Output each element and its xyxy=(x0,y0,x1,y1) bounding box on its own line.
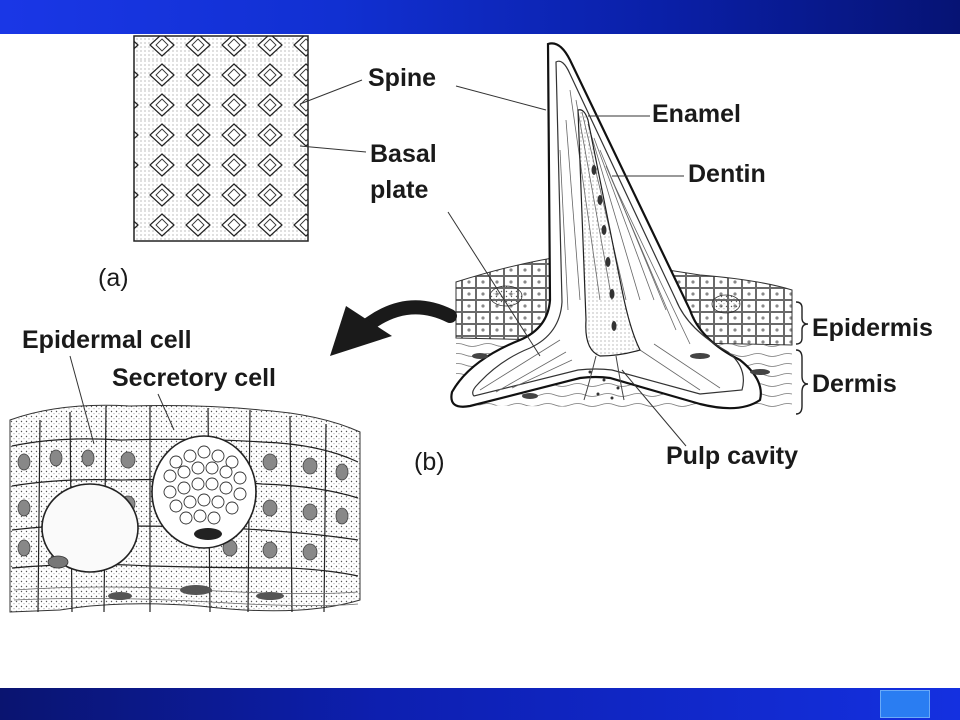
slide-nav-button[interactable] xyxy=(880,690,930,718)
secretory-cell-leader xyxy=(157,393,175,431)
footer-bar xyxy=(0,688,960,720)
pulp-cavity-leader xyxy=(621,369,687,447)
curved-arrow-icon xyxy=(330,300,457,356)
epidermis-bracket xyxy=(795,301,809,345)
basal-plate-b-leader xyxy=(447,211,541,357)
label-panel-b: (b) xyxy=(414,448,445,476)
label-spine: Spine xyxy=(368,64,437,92)
basal-plate-leader xyxy=(299,145,367,153)
label-epidermal-cell: Epidermal cell xyxy=(22,326,192,354)
spine-b-leader xyxy=(455,85,547,111)
label-dentin: Dentin xyxy=(688,160,766,188)
label-epidermis: Epidermis xyxy=(812,314,933,342)
secretory-cell xyxy=(151,435,257,549)
label-pulp-cavity: Pulp cavity xyxy=(666,442,798,470)
label-enamel: Enamel xyxy=(652,100,741,128)
label-basal-plate-line1: Basal xyxy=(370,140,437,168)
epidermal-cell xyxy=(41,483,139,573)
epidermal-tissue-panel xyxy=(9,404,361,613)
title-bar xyxy=(0,0,960,34)
label-dermis: Dermis xyxy=(812,370,897,398)
epidermal-cell-leader xyxy=(69,355,95,445)
surface-view-panel xyxy=(133,35,309,242)
spine-leader xyxy=(299,79,363,105)
label-panel-a: (a) xyxy=(98,264,129,292)
dermis-bracket xyxy=(795,349,809,415)
label-secretory-cell: Secretory cell xyxy=(112,364,276,392)
label-basal-plate-line2: plate xyxy=(370,176,429,204)
